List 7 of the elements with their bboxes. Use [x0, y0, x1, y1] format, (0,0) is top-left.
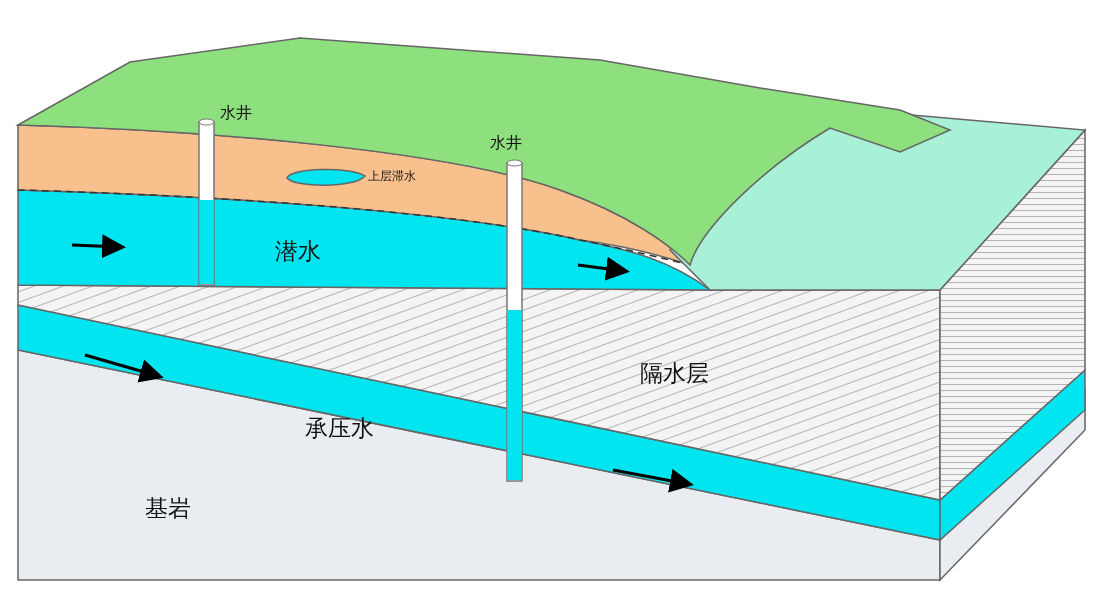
layer-label: 隔水层	[640, 362, 709, 385]
perched-water-label: 上层滞水	[368, 170, 416, 182]
layer-label: 潜水	[275, 240, 321, 263]
layer-label: 承压水	[305, 417, 374, 440]
well-label: 水井	[490, 135, 522, 151]
well-label: 水井	[220, 105, 252, 121]
layer-label: 基岩	[145, 497, 191, 520]
